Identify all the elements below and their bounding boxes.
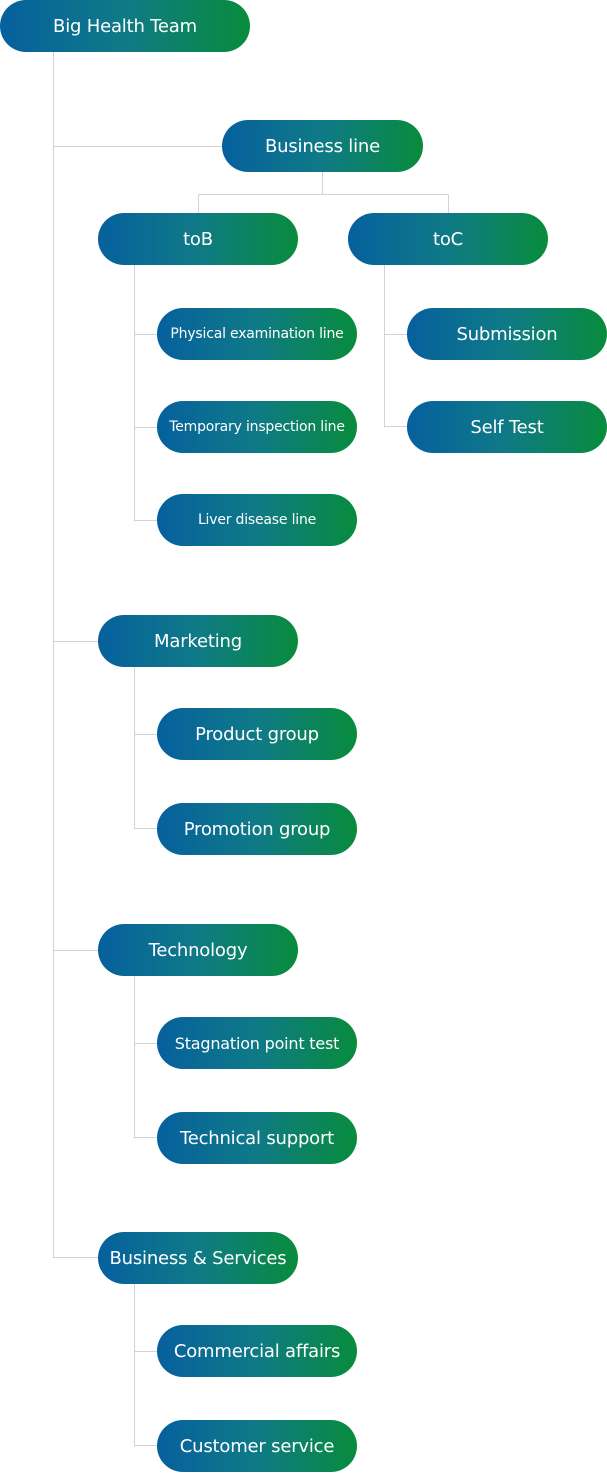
branch-node-marketing: Marketing bbox=[98, 615, 298, 667]
leaf-physical-examination-line: Physical examination line bbox=[157, 308, 357, 360]
leaf-stagnation-point-test: Stagnation point test bbox=[157, 1017, 357, 1069]
node-toc: toC bbox=[348, 213, 548, 265]
leaf-submission: Submission bbox=[407, 308, 607, 360]
branch-node-business-line: Business line bbox=[222, 120, 423, 172]
leaf-self-test: Self Test bbox=[407, 401, 607, 453]
branch-node-business-services: Business & Services bbox=[98, 1232, 298, 1284]
node-tob: toB bbox=[98, 213, 298, 265]
leaf-customer-service: Customer service bbox=[157, 1420, 357, 1472]
branch-node-technology: Technology bbox=[98, 924, 298, 976]
leaf-technical-support: Technical support bbox=[157, 1112, 357, 1164]
leaf-temporary-inspection-line: Temporary inspection line bbox=[157, 401, 357, 453]
root-node-big-health-team: Big Health Team bbox=[0, 0, 250, 52]
leaf-product-group: Product group bbox=[157, 708, 357, 760]
leaf-liver-disease-line: Liver disease line bbox=[157, 494, 357, 546]
leaf-promotion-group: Promotion group bbox=[157, 803, 357, 855]
leaf-commercial-affairs: Commercial affairs bbox=[157, 1325, 357, 1377]
